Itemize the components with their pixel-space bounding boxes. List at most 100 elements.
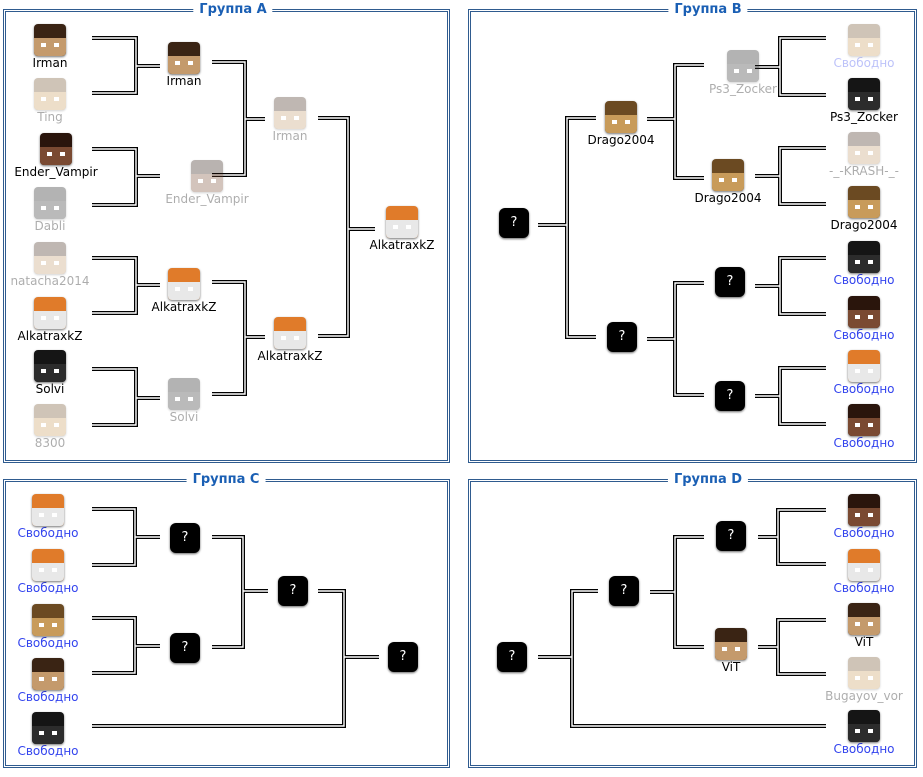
bracket-player: AlkatraxkZ [134,268,234,314]
player-avatar-icon [34,78,66,110]
avatar-eye [188,61,193,66]
player-avatar-icon [848,296,880,328]
unknown-player-icon: ? [170,523,200,553]
bracket-player: 8300 [0,404,100,450]
player-name: Solvi [169,410,199,424]
bracket-player: Свободно [814,710,914,756]
bracket-player: Ting [0,78,100,124]
bracket-slot-unknown: ? [135,523,235,553]
avatar-eye [54,43,59,48]
bracket-player: Свободно [814,296,914,342]
player-name: ViT [854,635,874,649]
bracket-player: Ender_Vampir [6,133,106,179]
group-a-frame: Группа A [3,3,450,463]
player-name: Drago2004 [694,191,762,205]
bracket-player: Irman [240,97,340,143]
avatar-eye [855,423,860,428]
player-avatar-icon [848,186,880,218]
player-name: -_-KRASH-_- [829,164,899,178]
player-name: Свободно [17,581,79,595]
player-avatar-icon [848,710,880,742]
player-avatar-icon [848,24,880,56]
player-name: 8300 [34,436,66,450]
avatar-face [848,364,880,382]
player-avatar-icon [848,132,880,164]
player-name: Ps3_Zocker [830,110,898,124]
unknown-player-icon: ? [715,381,745,411]
bracket-player: Свободно [0,712,98,758]
avatar-eye [198,179,203,184]
avatar-face [32,508,64,526]
player-avatar-icon [848,241,880,273]
bracket-slot-unknown: ? [572,322,672,352]
avatar-face [32,618,64,636]
player-name: AlkatraxkZ [151,300,217,314]
avatar-face [168,282,200,300]
group-b-frame: Группа B [468,3,917,463]
avatar-eye [868,260,873,265]
avatar-eye [868,423,873,428]
bracket-player: Свободно [0,494,98,540]
avatar-face [848,38,880,56]
avatar-face [848,92,880,110]
avatar-face [34,38,66,56]
player-name: Ender_Vampir [14,165,98,179]
unknown-player-icon: ? [715,267,745,297]
bracket-connector [538,509,826,727]
player-avatar-icon [32,494,64,526]
player-avatar-icon [848,549,880,581]
bracket-slot-unknown: ? [462,642,562,672]
bracket-player: Свободно [814,241,914,287]
player-avatar-icon [712,159,744,191]
avatar-eye [54,261,59,266]
avatar-eye [39,568,44,573]
player-name: AlkatraxkZ [257,349,323,363]
player-name: natacha2014 [10,274,90,288]
bracket-player: AlkatraxkZ [0,297,100,343]
avatar-eye [41,261,46,266]
player-avatar-icon [848,657,880,689]
player-name: Ting [37,110,63,124]
bracket-slot-unknown: ? [574,576,674,606]
avatar-eye [855,568,860,573]
avatar-eye [855,622,860,627]
player-name: Свободно [833,742,895,756]
avatar-eye [855,205,860,210]
avatar-eye [747,69,752,74]
avatar-eye [855,97,860,102]
player-avatar-icon [848,603,880,635]
avatar-eye [175,287,180,292]
player-name: AlkatraxkZ [17,329,83,343]
player-name: Irman [166,74,202,88]
avatar-eye [175,397,180,402]
avatar-eye [52,623,57,628]
avatar-eye [868,568,873,573]
unknown-player-icon: ? [278,576,308,606]
avatar-eye [855,43,860,48]
bracket-player: Drago2004 [678,159,778,205]
player-avatar-icon [727,50,759,82]
unknown-player-icon: ? [607,322,637,352]
avatar-face [848,508,880,526]
avatar-eye [54,206,59,211]
player-avatar-icon [386,206,418,238]
group-a-title: Группа A [193,3,273,17]
avatar-face [848,563,880,581]
avatar-eye [855,676,860,681]
bracket-player: Ps3_Zocker [693,50,793,96]
avatar-face [712,173,744,191]
avatar-eye [52,513,57,518]
player-avatar-icon [191,160,223,192]
avatar-face [715,642,747,660]
player-avatar-icon [848,350,880,382]
avatar-face [848,724,880,742]
group-d-title: Группа D [667,473,749,487]
avatar-face [168,56,200,74]
avatar-eye [719,178,724,183]
player-name: Irman [272,129,308,143]
player-name: Bugayov_vor [825,689,903,703]
avatar-eye [41,423,46,428]
player-avatar-icon [40,133,72,165]
group-d-frame: Группа D [468,473,917,768]
